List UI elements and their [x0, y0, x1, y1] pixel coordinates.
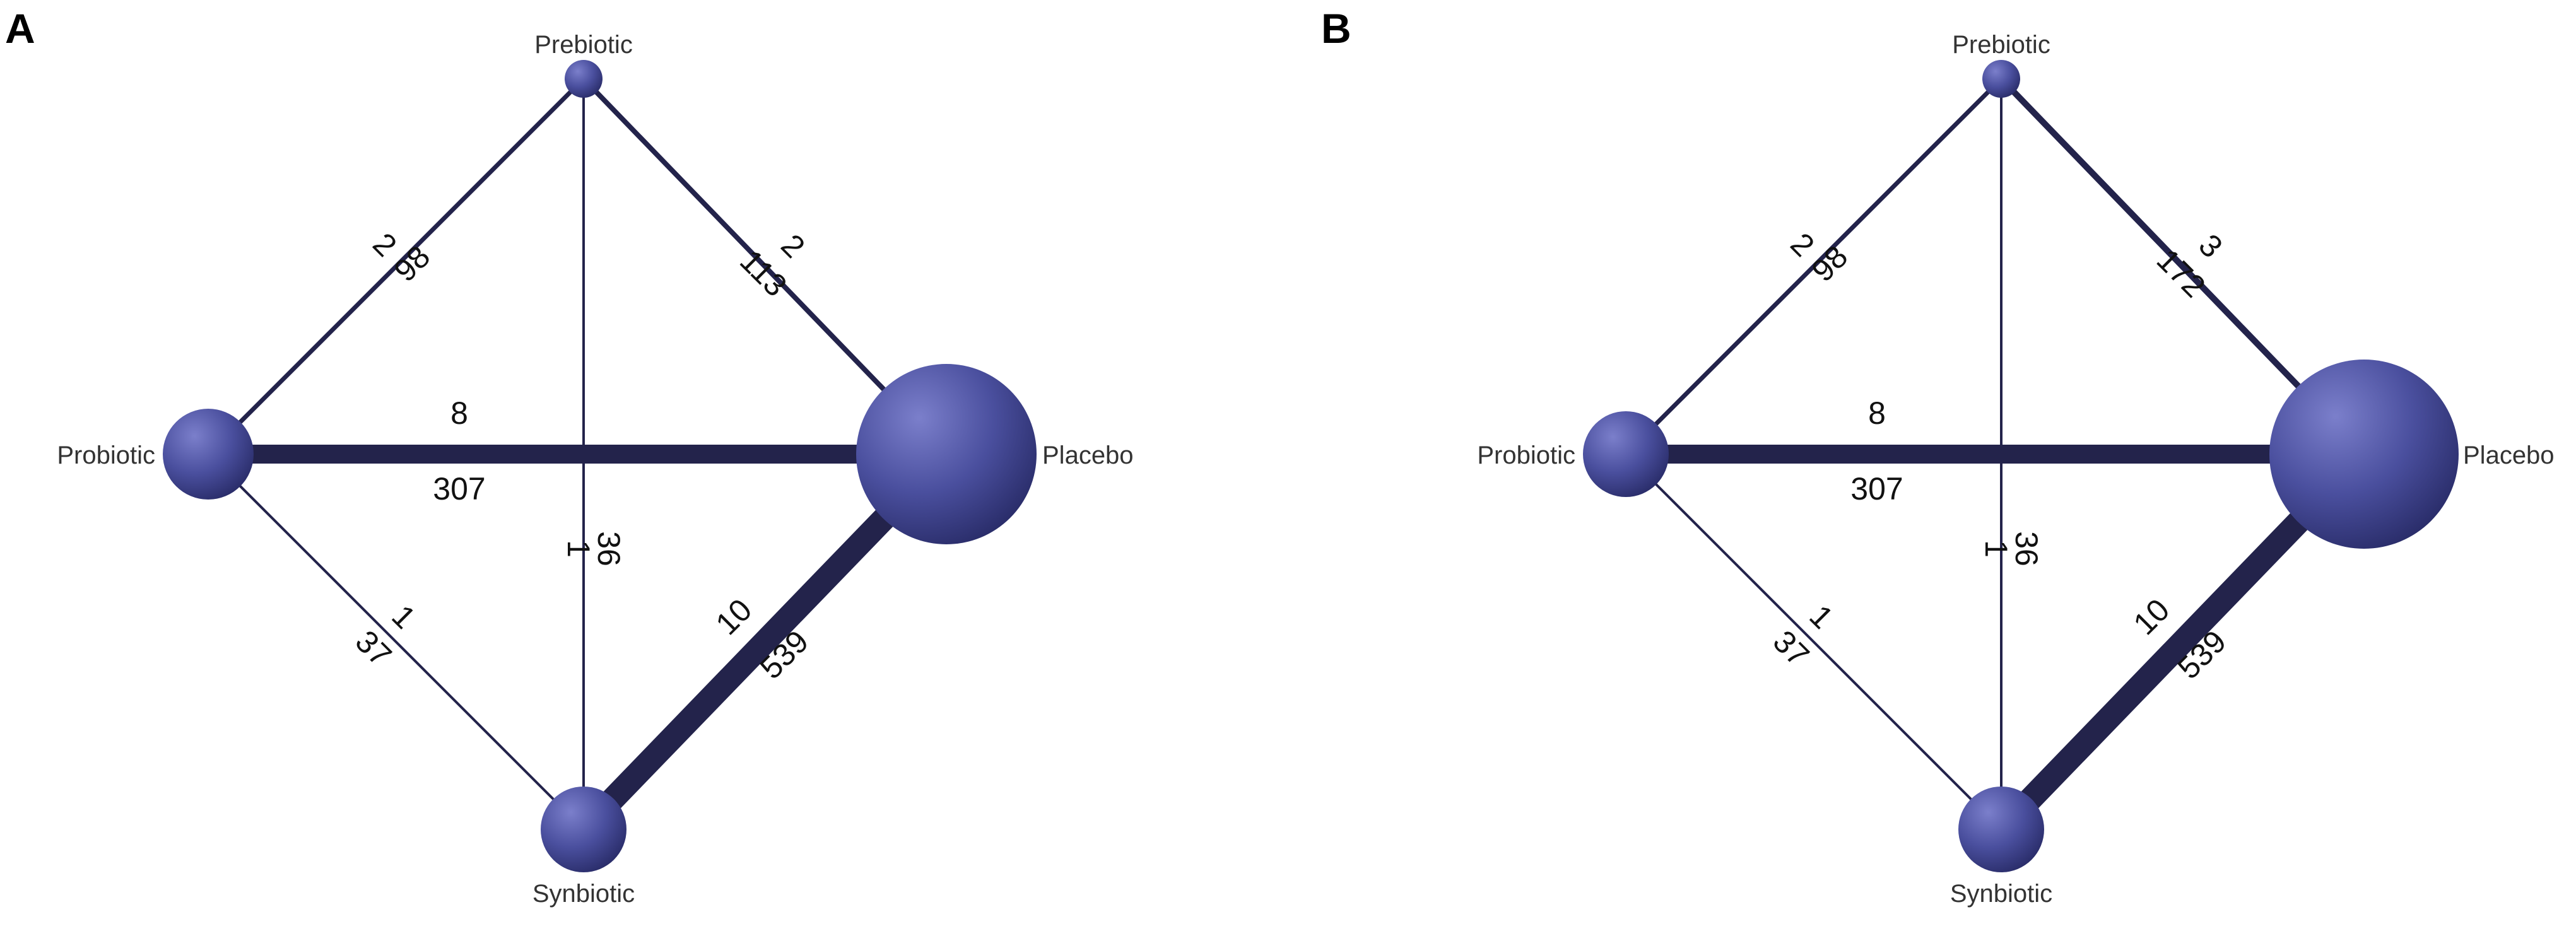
panel-letter: B	[1321, 5, 1351, 52]
node-synbiotic	[541, 787, 626, 872]
edge-label-studies: 2	[774, 227, 811, 264]
edge-probiotic-prebiotic	[206, 77, 585, 456]
node-label-prebiotic: Prebiotic	[1952, 31, 2050, 59]
node-placebo	[856, 364, 1037, 544]
node-label-prebiotic: Prebiotic	[534, 31, 633, 59]
node-probiotic	[163, 409, 254, 500]
edge-label-participants: 36	[591, 531, 626, 566]
node-placebo	[2269, 360, 2459, 549]
edge-probiotic-synbiotic	[207, 453, 585, 831]
node-label-synbiotic: Synbiotic	[1950, 880, 2052, 908]
node-label-placebo: Placebo	[1042, 442, 1134, 469]
edge-label-studies: 1	[561, 540, 596, 558]
network-diagram-a: A Prebiotic Probiotic Placebo Synbiotic …	[5, 5, 1134, 908]
node-prebiotic	[1982, 60, 2020, 98]
network-panel-a: A Prebiotic Probiotic Placebo Synbiotic …	[0, 0, 1287, 936]
node-prebiotic	[565, 60, 603, 98]
edge-label-participants: 37	[1767, 624, 1816, 674]
panel-letter: A	[5, 5, 35, 52]
network-diagram-b: B Prebiotic Probiotic Placebo Synbiotic …	[1321, 5, 2555, 908]
node-probiotic	[1583, 411, 1669, 497]
edge-label-studies: 3	[2192, 227, 2229, 264]
edge-label-participants: 37	[349, 624, 399, 674]
edge-label-studies: 1	[1803, 598, 1840, 635]
edge-label-studies: 8	[1868, 395, 1886, 431]
edge-probiotic-synbiotic	[1625, 453, 2003, 831]
node-label-synbiotic: Synbiotic	[532, 880, 635, 908]
edge-label-studies: 1	[1979, 540, 2014, 558]
node-label-probiotic: Probiotic	[57, 442, 155, 469]
edge-label-studies: 10	[2127, 592, 2177, 642]
edge-label-participants: 36	[2009, 531, 2044, 566]
edge-label-participants: 307	[433, 471, 485, 506]
node-synbiotic	[1958, 787, 2044, 872]
node-label-placebo: Placebo	[2463, 442, 2555, 469]
edge-label-studies: 1	[385, 598, 422, 635]
edge-label-studies: 8	[450, 395, 468, 431]
edge-probiotic-prebiotic	[1624, 77, 2003, 456]
node-label-probiotic: Probiotic	[1477, 442, 1575, 469]
network-panel-b: B Prebiotic Probiotic Placebo Synbiotic …	[1288, 0, 2575, 936]
edge-label-studies: 10	[709, 592, 759, 642]
edge-label-participants: 307	[1850, 471, 1903, 506]
